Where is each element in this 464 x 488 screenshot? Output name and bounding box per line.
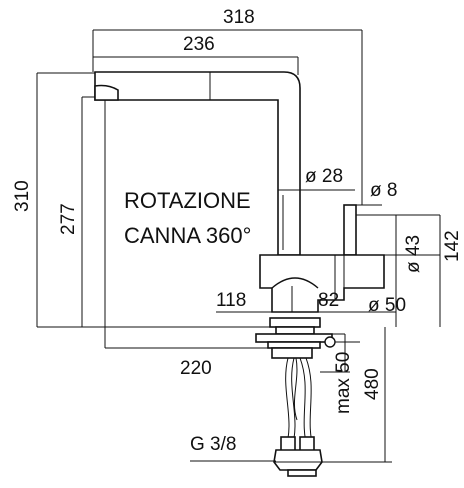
rotation-note-line2: CANNA 360° bbox=[124, 223, 251, 248]
supply-hoses bbox=[280, 357, 315, 452]
dim-max50-label: max 50 bbox=[333, 352, 354, 414]
dimension-480: 480 bbox=[322, 327, 392, 463]
dimension-277: 277 bbox=[58, 96, 105, 327]
dim-318-label: 318 bbox=[223, 7, 255, 28]
dim-82-label: 82 bbox=[318, 290, 339, 311]
dim-d43-label: ø 43 bbox=[403, 235, 424, 273]
dimension-g38: G 3/8 bbox=[190, 434, 276, 462]
dimension-236: 236 bbox=[93, 34, 299, 75]
dim-220-label: 220 bbox=[180, 358, 212, 379]
dim-277-label: 277 bbox=[58, 203, 79, 235]
dim-118-label: 118 bbox=[216, 290, 246, 311]
dimension-318: 318 bbox=[92, 7, 363, 205]
dim-d50-label: ø 50 bbox=[368, 295, 406, 316]
dim-310-label: 310 bbox=[12, 180, 33, 212]
dimension-d43-142: ø 43 142 bbox=[356, 214, 463, 327]
dimension-d28: ø 28 bbox=[278, 166, 355, 191]
dimension-d50: ø 50 bbox=[318, 295, 406, 316]
valve-fittings bbox=[273, 449, 323, 477]
dimension-310: 310 bbox=[12, 72, 270, 328]
mixer-body bbox=[259, 254, 385, 313]
dimension-220: 220 bbox=[105, 347, 272, 379]
dim-d8-label: ø 8 bbox=[370, 180, 397, 201]
dimension-118: 118 bbox=[216, 290, 272, 313]
dim-d28-label: ø 28 bbox=[305, 166, 343, 187]
rotation-note-line1: ROTAZIONE bbox=[124, 188, 251, 213]
base-plate bbox=[255, 317, 360, 359]
rotation-note: ROTAZIONE CANNA 360° bbox=[124, 188, 251, 248]
dim-480-label: 480 bbox=[362, 368, 383, 400]
dimension-max50: max 50 bbox=[320, 334, 354, 414]
dim-236-label: 236 bbox=[183, 34, 215, 55]
dim-142-label: 142 bbox=[442, 230, 463, 262]
dim-g38-label: G 3/8 bbox=[190, 434, 236, 455]
spout bbox=[94, 71, 301, 256]
lever-handle: ø 8 bbox=[343, 180, 397, 256]
